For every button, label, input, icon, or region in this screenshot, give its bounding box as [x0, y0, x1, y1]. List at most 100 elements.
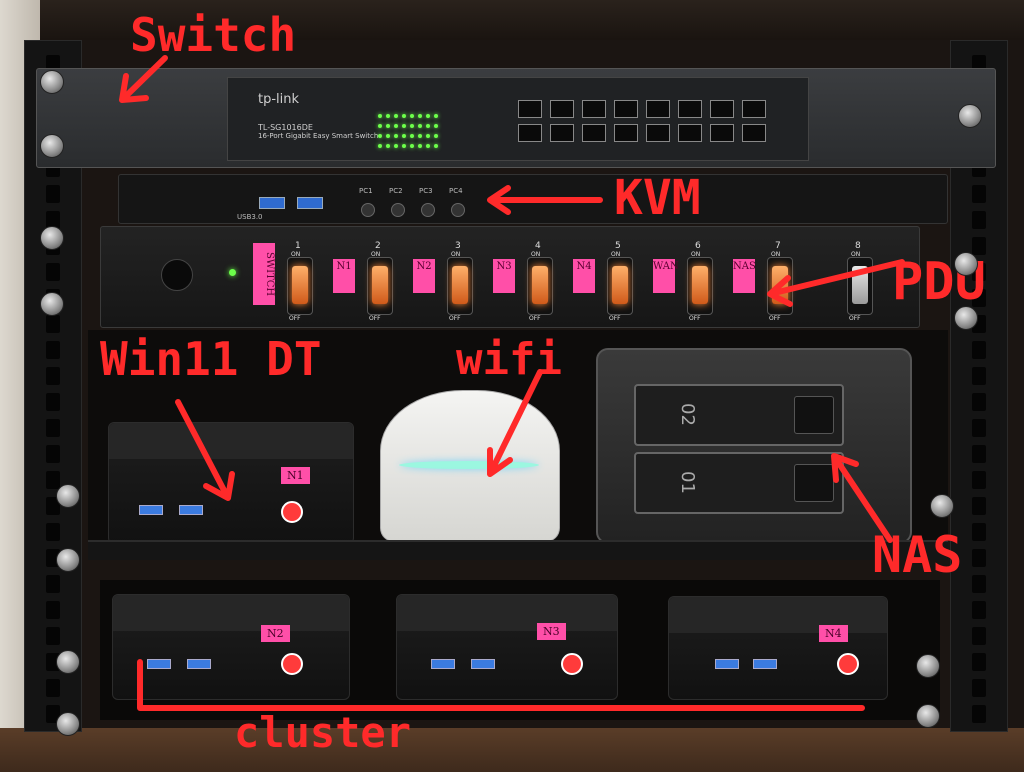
on-label: ON [371, 251, 381, 258]
outlet-rocker-switch-1[interactable] [287, 257, 313, 315]
outlet-rocker-switch-5[interactable] [607, 257, 633, 315]
rack-screw [958, 104, 982, 128]
usb-port[interactable] [471, 659, 495, 669]
outlet-tag-nas: NAS [733, 259, 756, 293]
rail-hole [46, 471, 60, 489]
power-button[interactable] [281, 653, 303, 675]
kvm-button-pc4[interactable] [451, 203, 465, 217]
kvm-button-label-pc4: PC4 [449, 187, 463, 195]
outlet-number: 7 [775, 241, 781, 251]
usb-port[interactable] [431, 659, 455, 669]
on-label: ON [611, 251, 621, 258]
nas-drive-bay-1[interactable]: 01 [634, 452, 844, 514]
rocker-lamp [692, 266, 708, 304]
power-button[interactable] [281, 501, 303, 523]
usb-port[interactable] [753, 659, 777, 669]
on-label: ON [531, 251, 541, 258]
ethernet-port[interactable] [550, 124, 574, 142]
rail-hole [972, 341, 986, 359]
usb-port[interactable] [259, 197, 285, 209]
shelf-tray [88, 540, 948, 560]
ethernet-port[interactable] [710, 100, 734, 118]
kvm-button-label-pc1: PC1 [359, 187, 373, 195]
rail-hole [46, 341, 60, 359]
rail-hole [972, 679, 986, 697]
outlet-number: 5 [615, 241, 621, 251]
cluster-node-n4: N4 [668, 596, 888, 700]
usb-port[interactable] [297, 197, 323, 209]
ethernet-port[interactable] [678, 100, 702, 118]
outlet-rocker-switch-2[interactable] [367, 257, 393, 315]
rail-hole [46, 445, 60, 463]
ethernet-port[interactable] [518, 124, 542, 142]
outlet-number: 2 [375, 241, 381, 251]
rail-hole [972, 471, 986, 489]
rack-screw [40, 292, 64, 316]
pc-top [109, 423, 353, 459]
nas-drive-bay-2[interactable]: 02 [634, 384, 844, 446]
rail-hole [46, 393, 60, 411]
rail-hole [972, 523, 986, 541]
port-status-led [386, 124, 390, 128]
annotation-win11-dt: Win11 DT [100, 332, 322, 386]
rail-hole [972, 705, 986, 723]
on-label: ON [771, 251, 781, 258]
ethernet-port[interactable] [742, 124, 766, 142]
outlet-tag-n3: N3 [493, 259, 515, 293]
kvm-button-pc1[interactable] [361, 203, 375, 217]
usb-port[interactable] [147, 659, 171, 669]
outlet-rocker-switch-3[interactable] [447, 257, 473, 315]
usb-port[interactable] [139, 505, 163, 515]
rail-hole [972, 445, 986, 463]
rail-hole [972, 497, 986, 515]
ethernet-port[interactable] [518, 100, 542, 118]
ethernet-port[interactable] [710, 124, 734, 142]
drive-latch[interactable] [794, 464, 834, 502]
outlet-tag-n1: N1 [333, 259, 355, 293]
kvm-button-pc3[interactable] [421, 203, 435, 217]
wooden-shelf [0, 728, 1024, 772]
power-button[interactable] [561, 653, 583, 675]
off-label: OFF [529, 315, 541, 322]
ethernet-port[interactable] [550, 100, 574, 118]
breaker-knob[interactable] [161, 259, 193, 291]
wifi-router [380, 390, 560, 542]
rail-hole [972, 653, 986, 671]
rail-hole [46, 523, 60, 541]
off-label: OFF [369, 315, 381, 322]
ethernet-port[interactable] [614, 124, 638, 142]
drive-latch[interactable] [794, 396, 834, 434]
usb-port[interactable] [179, 505, 203, 515]
kvm-button-pc2[interactable] [391, 203, 405, 217]
ethernet-port[interactable] [646, 124, 670, 142]
usb-port[interactable] [715, 659, 739, 669]
brand-logo: tp-link [258, 92, 300, 107]
rail-hole [972, 575, 986, 593]
ethernet-port[interactable] [742, 100, 766, 118]
ethernet-port[interactable] [646, 100, 670, 118]
port-status-led [418, 144, 422, 148]
port-status-led [418, 124, 422, 128]
rail-hole [972, 549, 986, 567]
rack-screw [56, 650, 80, 674]
ethernet-port[interactable] [582, 100, 606, 118]
port-status-led [402, 114, 406, 118]
ethernet-port[interactable] [678, 124, 702, 142]
rail-hole [46, 601, 60, 619]
outlet-tag-switch: SWITCH [253, 243, 275, 305]
ethernet-port[interactable] [582, 124, 606, 142]
off-label: OFF [689, 315, 701, 322]
port-status-led [394, 124, 398, 128]
port-status-led [378, 134, 382, 138]
usb-label: USB3.0 [237, 213, 263, 221]
outlet-rocker-switch-6[interactable] [687, 257, 713, 315]
on-label: ON [291, 251, 301, 258]
arrow-to-switch [119, 55, 168, 103]
outlet-rocker-switch-4[interactable] [527, 257, 553, 315]
outlet-number: 4 [535, 241, 541, 251]
power-button[interactable] [837, 653, 859, 675]
port-status-led [394, 134, 398, 138]
switch-front-panel: tp-link TL-SG1016DE 16-Port Gigabit Easy… [227, 77, 809, 161]
usb-port[interactable] [187, 659, 211, 669]
ethernet-port[interactable] [614, 100, 638, 118]
